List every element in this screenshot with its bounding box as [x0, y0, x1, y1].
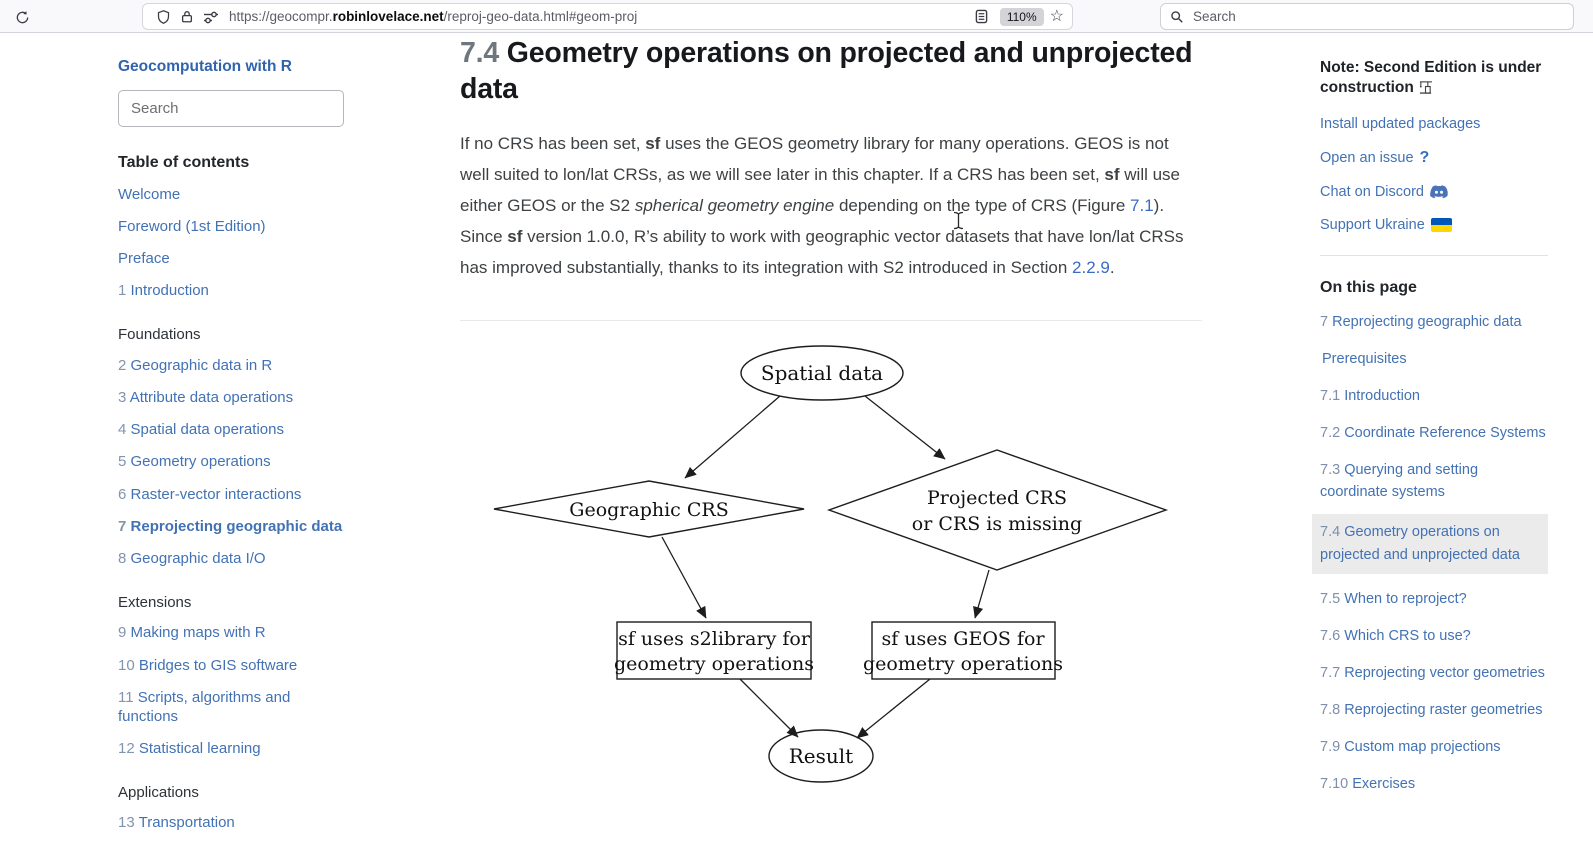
otp-item-7-5[interactable]: 7.5 When to reproject?: [1320, 591, 1467, 608]
main-content: 7.4 Geometry operations on projected and…: [460, 36, 1202, 812]
book-title-link[interactable]: Geocomputation with R: [118, 58, 292, 75]
support-ukraine-link[interactable]: Support Ukraine: [1320, 217, 1548, 233]
zoom-level-badge[interactable]: 110%: [999, 7, 1044, 26]
on-this-page-heading: On this page: [1320, 278, 1417, 296]
otp-item-7-7[interactable]: 7.7 Reprojecting vector geometries: [1320, 664, 1545, 681]
browser-search-input[interactable]: [1191, 8, 1564, 25]
toc-item-ch11[interactable]: 11 Scripts, algorithms and functions: [118, 688, 291, 725]
node-result: [768, 728, 874, 783]
section-2-2-9-link[interactable]: 2.2.9: [1072, 257, 1110, 277]
node-geos-box: [871, 620, 1056, 680]
otp-item-7-9[interactable]: 7.9 Custom map projections: [1320, 738, 1501, 755]
toc-item-ch13[interactable]: 13 Transportation: [118, 814, 235, 831]
on-this-page-nav: 7 Reprojecting geographic data Prerequis…: [1312, 311, 1548, 796]
node-geos-label-1: sf uses GEOS for: [881, 628, 1045, 650]
flowchart-svg: Spatial data Geographic CRS Projected CR…: [493, 344, 1169, 783]
edge-spatial-to-geographic: [684, 395, 781, 478]
edge-geographic-to-s2: [661, 536, 707, 619]
toc-item-foreword[interactable]: Foreword (1st Edition): [118, 217, 266, 235]
toc-heading: Table of contents: [118, 154, 250, 171]
toc-item-ch5[interactable]: 5 Geometry operations: [118, 453, 271, 471]
right-sidebar: Note: Second Edition is under constructi…: [1312, 58, 1548, 796]
figure-7-1-link[interactable]: 7.1: [1130, 195, 1154, 215]
reload-button[interactable]: [10, 5, 34, 29]
node-s2-label-1: sf uses s2library for: [618, 628, 811, 650]
toc-item-ch9[interactable]: 9 Making maps with R: [118, 624, 266, 642]
toc-section-extensions: Extensions: [118, 593, 192, 611]
shield-icon[interactable]: [151, 6, 175, 28]
toc-section-applications: Applications: [118, 783, 199, 801]
node-projected-crs-label-2: or CRS is missing: [912, 513, 1082, 535]
construction-note: Note: Second Edition is under constructi…: [1320, 59, 1542, 97]
url-bar[interactable]: https://geocompr.robinlovelace.net/repro…: [142, 3, 1073, 30]
otp-item-7-8[interactable]: 7.8 Reprojecting raster geometries: [1320, 701, 1543, 718]
node-spatial-data-label: Spatial data: [761, 361, 883, 385]
otp-item-7-2[interactable]: 7.2 Coordinate Reference Systems: [1320, 424, 1546, 441]
node-projected-crs: [826, 448, 1169, 571]
node-s2-box: [616, 620, 812, 680]
install-packages-link[interactable]: Install updated packages: [1320, 115, 1481, 132]
node-geographic-crs-label: Geographic CRS: [569, 499, 728, 521]
toc-item-welcome[interactable]: Welcome: [118, 185, 181, 203]
edge-geos-to-result: [856, 677, 931, 739]
sf-package-name: sf: [507, 226, 523, 246]
node-projected-crs-label-1: Projected CRS: [927, 487, 1067, 509]
rightbar-divider: [1320, 254, 1548, 256]
node-spatial-data: [740, 344, 904, 401]
otp-item-prerequisites[interactable]: Prerequisites: [1322, 350, 1407, 367]
toc-item-ch4[interactable]: 4 Spatial data operations: [118, 421, 284, 438]
left-sidebar: Geocomputation with R Table of contents …: [118, 58, 352, 833]
otp-item-7-6[interactable]: 7.6 Which CRS to use?: [1320, 628, 1471, 645]
construction-crane-icon: [1420, 81, 1433, 95]
ibeam-cursor: [953, 211, 964, 235]
bookmark-star-icon[interactable]: ☆: [1049, 7, 1064, 25]
sf-package-name: sf: [645, 133, 661, 153]
search-icon: [1171, 10, 1183, 23]
open-issue-link[interactable]: Open an issue?: [1320, 148, 1430, 166]
sidebar-search-input[interactable]: [118, 90, 344, 127]
node-s2-label-2: geometry operations: [614, 653, 814, 675]
edge-spatial-to-projected: [864, 394, 946, 460]
lock-icon[interactable]: [175, 6, 199, 28]
page-title: 7.4 Geometry operations on projected and…: [460, 37, 1193, 105]
section-divider: [460, 319, 1202, 321]
discord-link[interactable]: Chat on Discord: [1320, 184, 1548, 200]
otp-item-7[interactable]: 7 Reprojecting geographic data: [1320, 313, 1522, 330]
node-result-label: Result: [789, 744, 853, 768]
browser-search-box[interactable]: [1160, 3, 1574, 30]
toc-item-ch12[interactable]: 12 Statistical learning: [118, 739, 261, 757]
node-geos-label-2: geometry operations: [863, 653, 1063, 675]
toc-nav: Welcome Foreword (1st Edition) Preface 1…: [118, 186, 352, 833]
question-mark-icon: ?: [1419, 148, 1430, 166]
url-text: https://geocompr.robinlovelace.net/repro…: [229, 9, 638, 24]
otp-item-7-3[interactable]: 7.3 Querying and setting coordinate syst…: [1320, 461, 1479, 501]
reader-mode-icon[interactable]: [970, 6, 994, 28]
intro-paragraph: If no CRS has been set, sf uses the GEOS…: [460, 133, 1184, 277]
toc-item-ch7-current[interactable]: 7 Reprojecting geographic data: [118, 517, 343, 535]
toc-item-ch6[interactable]: 6 Raster-vector interactions: [118, 485, 302, 503]
toc-item-preface[interactable]: Preface: [118, 250, 170, 267]
permissions-icon[interactable]: [199, 6, 223, 28]
toc-section-foundations: Foundations: [118, 326, 201, 343]
node-geographic-crs: [493, 479, 805, 538]
otp-item-7-4-active[interactable]: 7.4 Geometry operations on projected and…: [1312, 514, 1548, 575]
toc-item-introduction[interactable]: 1 Introduction: [118, 282, 209, 300]
ukraine-flag-icon: [1430, 217, 1452, 232]
toc-item-ch8[interactable]: 8 Geographic data I/O: [118, 550, 266, 567]
reload-icon: [16, 10, 28, 23]
toc-item-ch10[interactable]: 10 Bridges to GIS software: [118, 656, 298, 674]
otp-item-7-10[interactable]: 7.10 Exercises: [1320, 775, 1416, 792]
edge-projected-to-geos: [973, 569, 990, 619]
browser-toolbar: https://geocompr.robinlovelace.net/repro…: [0, 0, 1593, 33]
toc-item-ch2[interactable]: 2 Geographic data in R: [118, 356, 273, 374]
discord-icon: [1430, 185, 1448, 199]
figure-7-1-flowchart: Spatial data Geographic CRS Projected CR…: [484, 337, 1202, 812]
edge-s2-to-result: [739, 678, 799, 737]
sf-package-name: sf: [1104, 164, 1120, 184]
toc-item-ch3[interactable]: 3 Attribute data operations: [118, 388, 294, 406]
otp-item-7-1[interactable]: 7.1 Introduction: [1320, 387, 1420, 404]
